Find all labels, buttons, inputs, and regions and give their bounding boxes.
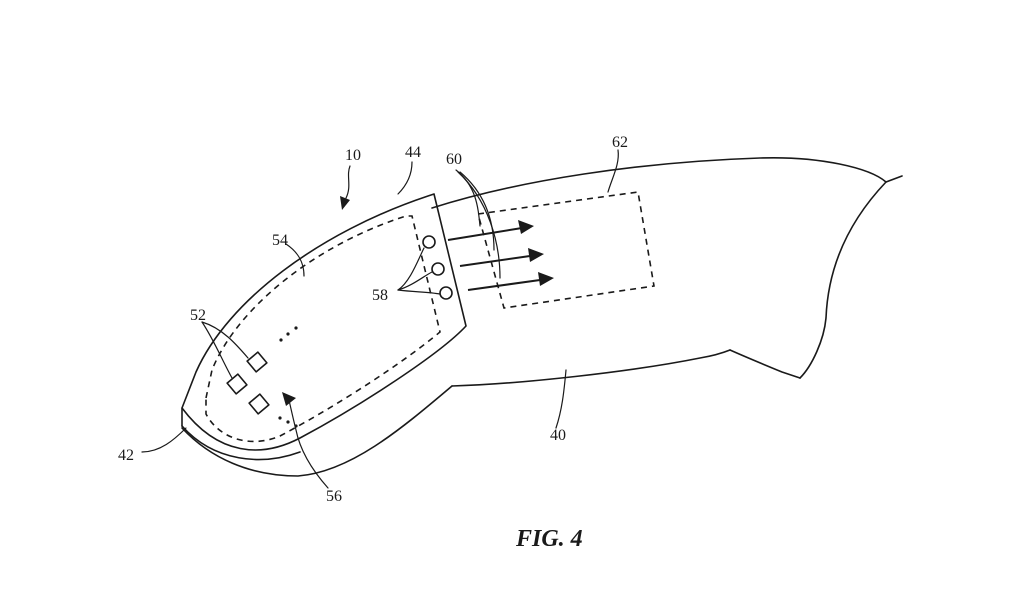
- leader-52a: [201, 321, 249, 359]
- emitter-circle-3: [439, 286, 453, 300]
- emitter-circle-1: [422, 235, 436, 249]
- component-square-2: [226, 373, 248, 395]
- arrow-1: [447, 227, 523, 241]
- label-42: 42: [118, 447, 134, 464]
- finger-device-44: [181, 193, 467, 461]
- component-square-1: [246, 351, 268, 373]
- leader-60c: [457, 171, 501, 279]
- leader-54: [285, 243, 305, 277]
- leader-58a: [397, 247, 425, 291]
- leader-40: [555, 369, 567, 429]
- label-52: 52: [190, 307, 206, 324]
- light-arrows-60: [447, 220, 554, 291]
- label-44: 44: [405, 144, 421, 161]
- emitters-58: [422, 235, 453, 300]
- leader-44: [397, 161, 413, 195]
- label-10: 10: [345, 147, 361, 164]
- ellipsis-dots: [278, 326, 298, 428]
- label-58: 58: [372, 287, 388, 304]
- label-54: 54: [272, 232, 288, 249]
- leader-60b: [459, 171, 495, 251]
- label-56: 56: [326, 488, 342, 505]
- label-60: 60: [446, 151, 462, 168]
- leader-58b: [397, 271, 433, 291]
- component-square-3: [248, 393, 270, 415]
- figure-caption: FIG. 4: [515, 526, 583, 552]
- components-52: [226, 351, 270, 415]
- finger-outline: [181, 156, 903, 477]
- leader-56: [287, 395, 329, 489]
- sensing-region-62-outline: [476, 191, 655, 309]
- leader-58c: [397, 289, 441, 295]
- label-62: 62: [612, 134, 628, 151]
- label-40: 40: [550, 427, 566, 444]
- leader-lines: [141, 149, 619, 489]
- internal-circuitry-56-outline: [205, 215, 441, 443]
- arrow-2: [459, 255, 531, 267]
- emitter-circle-2: [431, 262, 445, 276]
- reference-labels: 10 44 60 62 54 58 52 42 40 56: [118, 134, 628, 505]
- leader-62: [607, 149, 619, 193]
- leader-42: [141, 427, 187, 453]
- leader-52b: [201, 321, 233, 379]
- arrow-3: [467, 279, 541, 291]
- leader-10: [345, 165, 351, 199]
